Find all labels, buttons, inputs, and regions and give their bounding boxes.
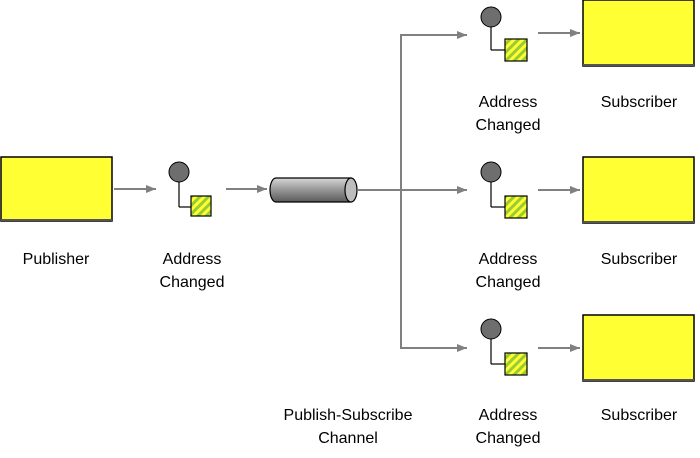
subscriber-label: Subscriber bbox=[600, 407, 678, 424]
channel-pipe bbox=[269, 177, 358, 203]
subscriber-box bbox=[582, 314, 695, 382]
subscriber-message-label: Address Changed bbox=[475, 94, 541, 134]
subscriber-message-label: Address Changed bbox=[475, 407, 541, 447]
channel-label: Publish-Subscribe Channel bbox=[283, 407, 413, 447]
subscriber-label: Subscriber bbox=[600, 251, 678, 268]
message-icon bbox=[480, 318, 528, 376]
subscriber-box bbox=[582, 156, 695, 224]
publisher-label: Publisher bbox=[22, 251, 90, 268]
message-icon bbox=[480, 6, 528, 62]
subscriber-message-label: Address Changed bbox=[475, 251, 541, 291]
subscriber-label: Subscriber bbox=[600, 94, 678, 111]
message-icon bbox=[480, 161, 528, 219]
subscriber-box bbox=[582, 0, 695, 67]
message-icon bbox=[168, 161, 212, 217]
publisher-message-label: Address Changed bbox=[159, 251, 225, 291]
publisher-box bbox=[0, 156, 113, 222]
fanout-connector bbox=[358, 31, 467, 352]
